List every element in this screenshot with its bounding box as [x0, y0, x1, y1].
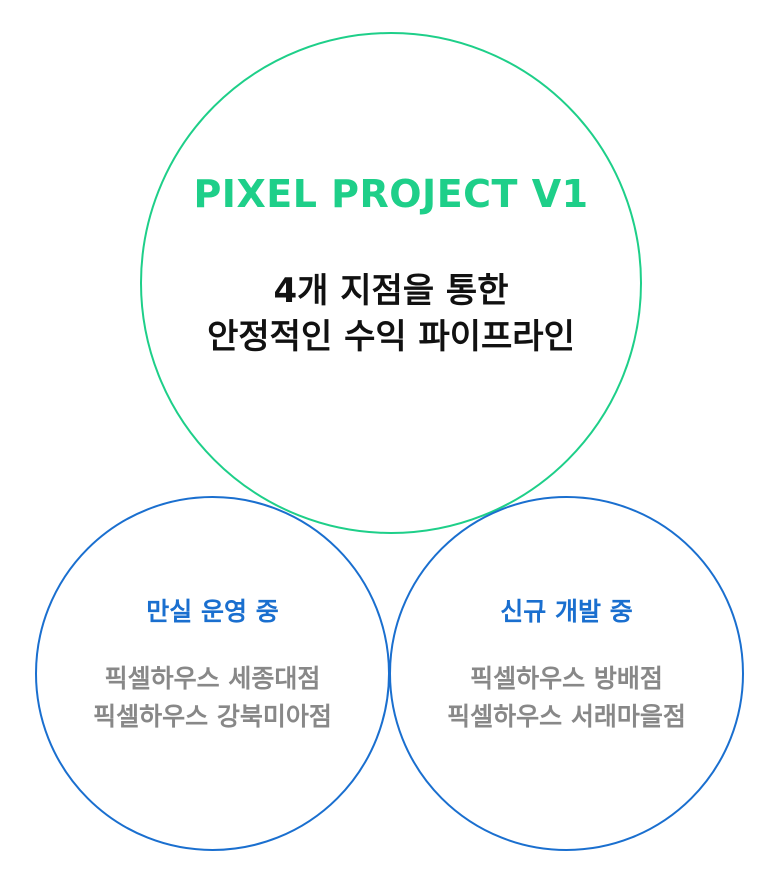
project-title: PIXEL PROJECT V1 [193, 172, 589, 216]
project-subtitle: 4개 지점을 통한 안정적인 수익 파이프라인 [140, 268, 642, 360]
store-item: 픽셀하우스 세종대점 [104, 664, 321, 693]
operating-store-list: 픽셀하우스 세종대점 픽셀하우스 강북미아점 [35, 660, 390, 736]
developing-store-list: 픽셀하우스 방배점 픽셀하우스 서래마을점 [389, 660, 744, 736]
subtitle-line-1: 4개 지점을 통한 [273, 271, 509, 311]
store-item: 픽셀하우스 방배점 [470, 664, 663, 693]
subtitle-line-2: 안정적인 수익 파이프라인 [207, 317, 575, 357]
store-item: 픽셀하우스 강북미아점 [93, 702, 332, 731]
developing-circle [389, 496, 744, 851]
operating-heading: 만실 운영 중 [146, 597, 279, 626]
developing-heading: 신규 개발 중 [500, 597, 633, 626]
store-item: 픽셀하우스 서래마을점 [447, 702, 686, 731]
main-circle [140, 32, 642, 534]
